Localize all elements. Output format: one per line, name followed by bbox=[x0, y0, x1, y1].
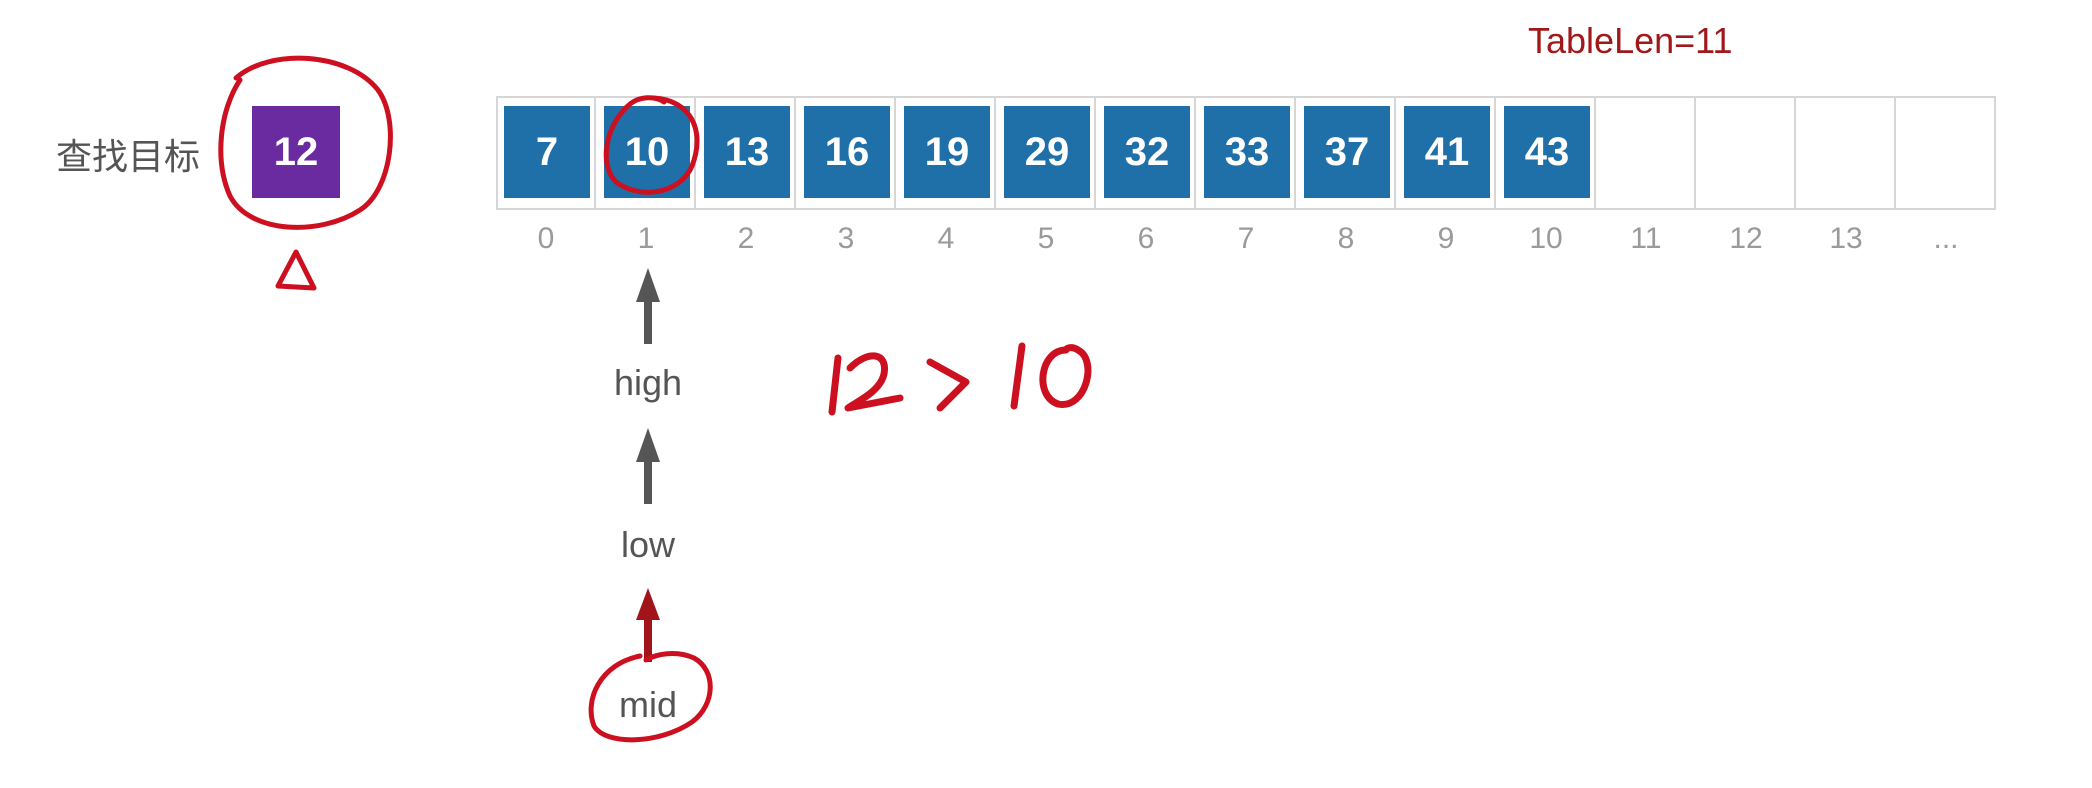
array-cell: 7 bbox=[496, 96, 596, 210]
array-cell-value: 37 bbox=[1304, 106, 1390, 198]
array-cell-value: 13 bbox=[704, 106, 790, 198]
array-cell-value: 43 bbox=[1504, 106, 1590, 198]
target-value-box: 12 bbox=[252, 106, 340, 198]
array-cell: 10 bbox=[596, 96, 696, 210]
array-cell-value: 33 bbox=[1204, 106, 1290, 198]
array-cell: 19 bbox=[896, 96, 996, 210]
handwritten-comparison bbox=[828, 342, 1092, 416]
high-arrow-icon bbox=[636, 268, 660, 344]
array-cell: 41 bbox=[1396, 96, 1496, 210]
low-arrow-icon bbox=[636, 428, 660, 504]
array-table bbox=[496, 96, 1996, 210]
array-cell: 37 bbox=[1296, 96, 1396, 210]
index-label: 6 bbox=[1137, 222, 1155, 255]
array-cell-value: 32 bbox=[1104, 106, 1190, 198]
index-label: ... bbox=[1933, 222, 1959, 255]
array-cell: 16 bbox=[796, 96, 896, 210]
index-label: 0 bbox=[537, 222, 555, 255]
index-label: 4 bbox=[937, 222, 955, 255]
index-label: 9 bbox=[1437, 222, 1455, 255]
mid-arrow-icon bbox=[636, 588, 660, 662]
table-len-label: TableLen=11 bbox=[1528, 20, 1733, 61]
index-label: 11 bbox=[1630, 222, 1662, 255]
array-cell-value: 41 bbox=[1404, 106, 1490, 198]
array-cell-empty bbox=[1896, 96, 1996, 210]
array-cell-value: 29 bbox=[1004, 106, 1090, 198]
array-cell-value: 19 bbox=[904, 106, 990, 198]
mid-pointer-label: mid bbox=[618, 684, 677, 725]
triangle-mark bbox=[275, 249, 317, 291]
index-label: 5 bbox=[1037, 222, 1055, 255]
array-cell: 13 bbox=[696, 96, 796, 210]
array-cell: 32 bbox=[1096, 96, 1196, 210]
index-label: 7 bbox=[1237, 222, 1255, 255]
index-label: 1 bbox=[637, 222, 655, 255]
index-label: 13 bbox=[1829, 222, 1863, 255]
array-cell-empty bbox=[1596, 96, 1696, 210]
index-label: 3 bbox=[837, 222, 855, 255]
array-cell: 29 bbox=[996, 96, 1096, 210]
index-label: 12 bbox=[1729, 222, 1763, 255]
array-cell-value: 16 bbox=[804, 106, 890, 198]
high-pointer-label: high bbox=[613, 362, 683, 403]
index-label: 2 bbox=[737, 222, 755, 255]
array-cell-empty bbox=[1796, 96, 1896, 210]
target-label: 查找目标 bbox=[56, 137, 201, 178]
array-cell-value: 10 bbox=[604, 106, 690, 198]
array-cell: 33 bbox=[1196, 96, 1296, 210]
array-cell-empty bbox=[1696, 96, 1796, 210]
index-label: 8 bbox=[1337, 222, 1355, 255]
low-pointer-label: low bbox=[620, 524, 676, 565]
array-cell-value: 7 bbox=[504, 106, 590, 198]
array-cell: 43 bbox=[1496, 96, 1596, 210]
index-label: 10 bbox=[1529, 222, 1563, 255]
